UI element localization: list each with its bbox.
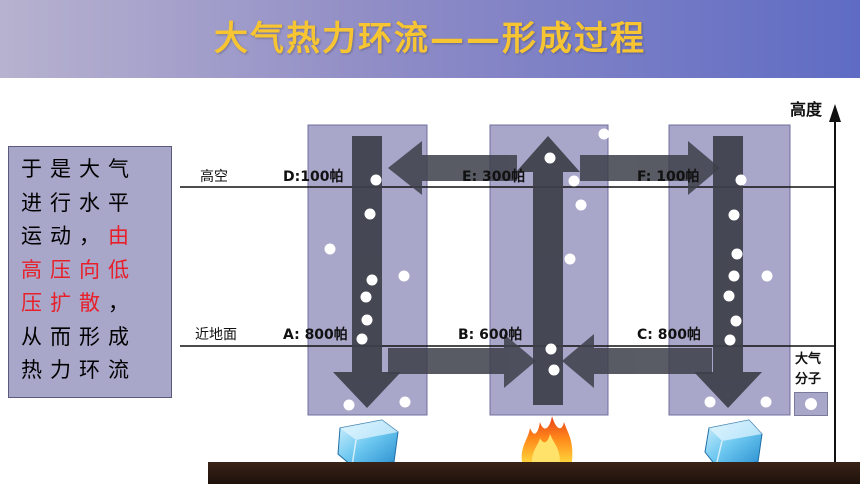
ground-arrow-from-left xyxy=(388,334,536,388)
explanation-line: 运动，由 xyxy=(21,220,169,254)
height-axis-arrowhead xyxy=(829,104,841,122)
highlighted-text: 由 xyxy=(108,224,137,248)
explanation-segment: 于是大气 xyxy=(21,157,137,181)
high-arrow-to-left xyxy=(388,141,517,195)
explanation-segment: 进行水平 xyxy=(21,190,137,215)
explanation-line: 于是大气 xyxy=(21,153,169,187)
explanation-segment: 运动， xyxy=(21,224,108,248)
highlighted-text: 高压向低 xyxy=(21,257,137,282)
legend-label-line2: 分子 xyxy=(795,372,822,387)
high-arrow-to-right xyxy=(580,141,720,195)
pressure-label-d: D:100帕 xyxy=(283,169,344,185)
title-banner xyxy=(0,0,860,78)
ice-cube-icon xyxy=(337,419,399,467)
page-title: 大气热力环流——形成过程 xyxy=(214,19,646,59)
highlighted-text: 压扩散 xyxy=(21,291,108,315)
high-altitude-label: 高空 xyxy=(200,169,228,185)
explanation-box: 于是大气进行水平运动，由高压向低压扩散， 从而形成热力环流 xyxy=(8,146,172,398)
pressure-label-f: F: 100帕 xyxy=(637,169,700,185)
explanation-line: 进行水平 xyxy=(21,187,169,221)
pressure-label-b: B: 600帕 xyxy=(458,327,523,343)
explanation-segment: ， xyxy=(108,291,137,315)
legend-swatch xyxy=(794,392,828,416)
explanation-segment: 热力环流 xyxy=(21,358,137,382)
ground-arrow-from-right xyxy=(562,334,712,388)
ground-surface xyxy=(208,462,860,484)
explanation-line: 从而形成 xyxy=(21,321,169,355)
explanation-text: 于是大气进行水平运动，由高压向低压扩散， 从而形成热力环流 xyxy=(21,153,169,388)
legend-molecule-dot xyxy=(805,398,817,410)
pressure-label-c: C: 800帕 xyxy=(637,327,701,343)
pressure-label-e: E: 300帕 xyxy=(462,169,526,185)
explanation-line: 高压向低 xyxy=(21,254,169,288)
explanation-line: 压扩散， xyxy=(21,287,169,321)
legend-label: 大气 分子 xyxy=(795,350,821,390)
fire-icon xyxy=(521,416,573,462)
explanation-line: 热力环流 xyxy=(21,354,169,388)
height-axis-label: 高度 xyxy=(790,100,823,119)
explanation-segment: 从而形成 xyxy=(21,324,137,349)
air-molecules xyxy=(324,128,773,411)
ice-cube-icon xyxy=(704,419,763,467)
legend-label-line1: 大气 xyxy=(795,352,822,367)
pressure-label-a: A: 800帕 xyxy=(283,327,348,343)
near-ground-label: 近地面 xyxy=(195,327,237,343)
